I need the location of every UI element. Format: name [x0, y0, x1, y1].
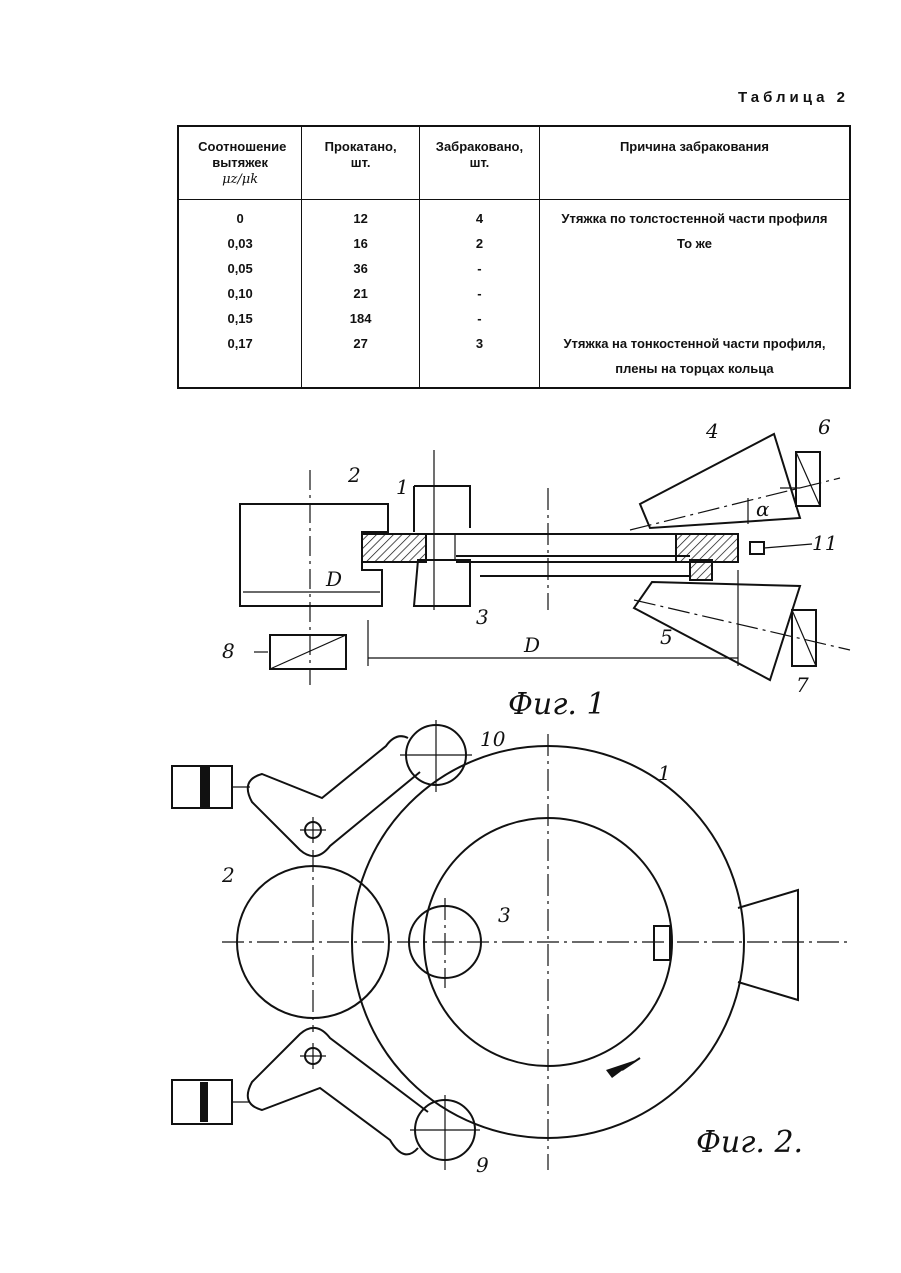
- table-row: плены на торцах кольца: [178, 356, 850, 388]
- table-row: 0,10 21 -: [178, 281, 850, 306]
- ring-hatched-right: [676, 534, 738, 562]
- cone-roll-5: [634, 582, 800, 680]
- header-rejected: Забраковано, шт.: [420, 126, 540, 200]
- label-4: 4: [705, 419, 719, 443]
- table-header-row: Соотношение вытяжек μz/μk Прокатано, шт.…: [178, 126, 850, 200]
- label-6: 6: [818, 415, 831, 439]
- header-ratio: Соотношение вытяжек μz/μk: [178, 126, 302, 200]
- sensor-11: [750, 542, 764, 554]
- ratio-symbol: μz/μk: [222, 172, 258, 187]
- results-table: Соотношение вытяжек μz/μk Прокатано, шт.…: [177, 125, 851, 389]
- dim-label-large: D: [523, 633, 540, 657]
- table-row: 0,05 36 -: [178, 256, 850, 281]
- lever-lower: [248, 1028, 428, 1155]
- header-rolled: Прокатано, шт.: [302, 126, 420, 200]
- table-row: 0 12 4 Утяжка по толстостенной части про…: [178, 200, 850, 232]
- label-8: 8: [222, 639, 235, 663]
- table-caption: Таблица 2: [738, 89, 849, 106]
- ring-hatched-left: [362, 534, 426, 562]
- label-2: 2: [347, 463, 361, 487]
- label-1: 1: [396, 475, 409, 499]
- table-row: 0,03 16 2 То же: [178, 231, 850, 256]
- label-5: 5: [660, 625, 673, 649]
- figure-2-diagram: 1 2 3 9 10 Фиг. 2.: [0, 720, 901, 1190]
- figure-1-caption: Фиг. 1: [508, 687, 606, 722]
- cone-block: [654, 890, 798, 1000]
- label-9: 9: [476, 1153, 489, 1177]
- label-3: 3: [476, 605, 489, 629]
- cone-roll-4: [640, 434, 800, 528]
- figure-1-diagram: 1 2 3 4 5 6 7 8 11 D D α Фиг. 1: [0, 410, 901, 730]
- figure-2-caption: Фиг. 2.: [696, 1125, 803, 1160]
- label-2: 2: [221, 863, 235, 887]
- angle-label: α: [756, 497, 770, 521]
- label-3: 3: [498, 903, 511, 927]
- label-11: 11: [812, 531, 837, 555]
- header-reason: Причина забракования: [539, 126, 850, 200]
- lever-upper: [248, 736, 420, 856]
- ring-hatched-flange: [690, 560, 712, 580]
- label-10: 10: [480, 727, 506, 751]
- table-row: 0,17 27 3 Утяжка на тонкостенной части п…: [178, 331, 850, 356]
- label-7: 7: [796, 673, 809, 697]
- label-1: 1: [658, 761, 671, 785]
- table-row: 0,15 184 -: [178, 306, 850, 331]
- dim-label-small: D: [325, 567, 342, 591]
